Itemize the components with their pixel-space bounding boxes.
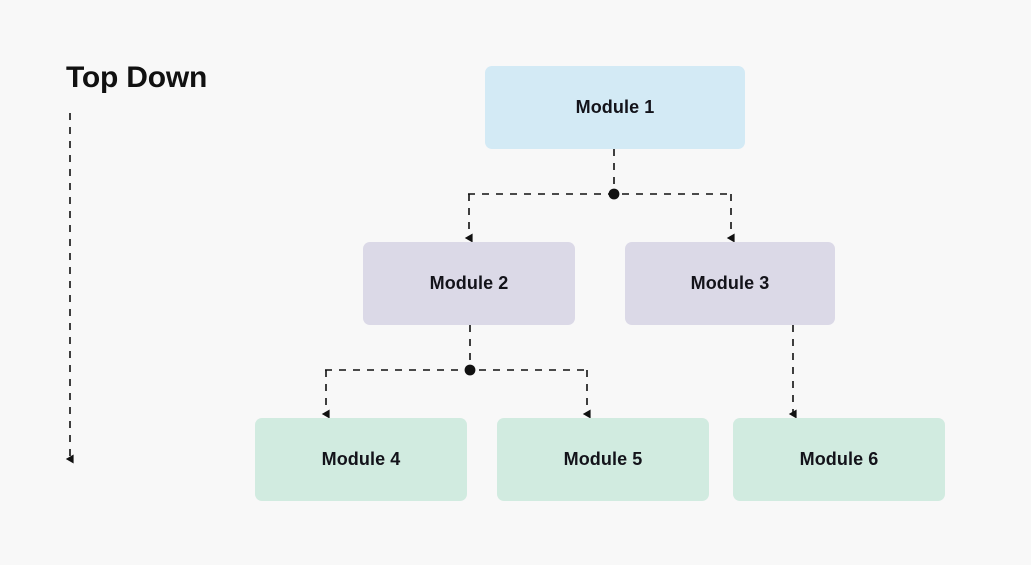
- junction-dot-level1: [608, 188, 620, 200]
- node-module5[interactable]: Module 5: [497, 418, 709, 501]
- node-module1[interactable]: Module 1: [485, 66, 745, 149]
- node-module4[interactable]: Module 4: [255, 418, 467, 501]
- node-module2[interactable]: Module 2: [363, 242, 575, 325]
- node-module6[interactable]: Module 6: [733, 418, 945, 501]
- page-title: Top Down: [66, 61, 208, 94]
- junction-dot-level2: [464, 364, 476, 376]
- node-module3[interactable]: Module 3: [625, 242, 835, 325]
